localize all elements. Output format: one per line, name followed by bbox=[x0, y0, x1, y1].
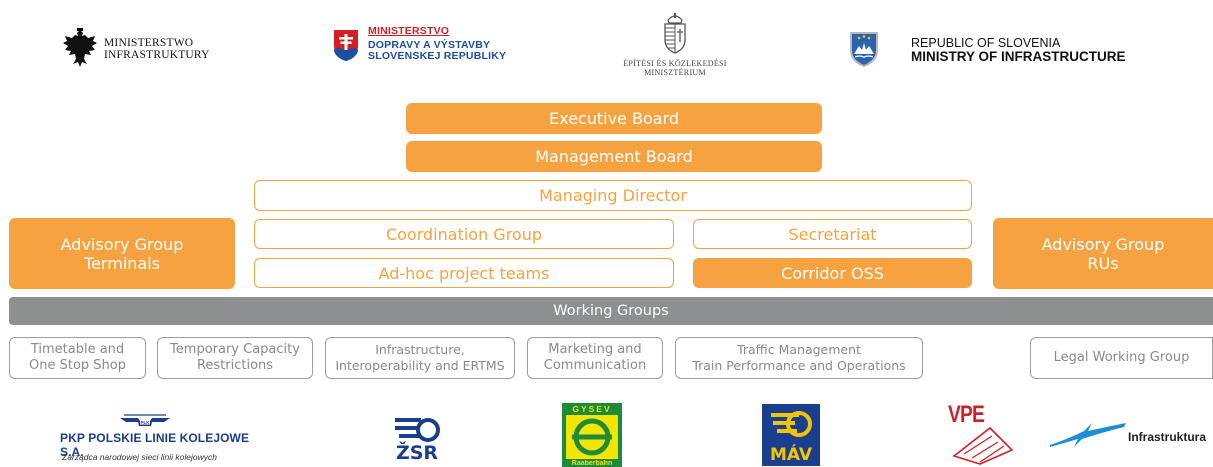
gysev-logo: GYSEV Raaberbahn bbox=[562, 403, 622, 467]
ministry-hungary-line1: ÉPÍTÉSI ÉS KÖZLEKEDÉSI bbox=[623, 59, 727, 68]
ministry-hungary-logo: ÉPÍTÉSI ÉS KÖZLEKEDÉSI MINISZTÉRIUM bbox=[610, 12, 740, 86]
wg-marketing-line2: Communication bbox=[543, 358, 647, 373]
advisory-group-terminals-box: Advisory Group Terminals bbox=[9, 218, 235, 289]
advisory-group-rus-box: Advisory Group RUs bbox=[993, 218, 1213, 289]
gysev-name: GYSEV bbox=[572, 404, 612, 414]
zsr-name: ŽSR bbox=[395, 442, 439, 464]
corridor-oss-box: Corridor OSS bbox=[693, 258, 972, 288]
slovak-coat-of-arms-icon bbox=[334, 30, 358, 61]
mav-wing-icon bbox=[771, 411, 812, 437]
coordination-group-box: Coordination Group bbox=[254, 219, 674, 249]
wg-marketing-line1: Marketing and bbox=[548, 342, 642, 357]
managing-director-box: Managing Director bbox=[254, 180, 972, 211]
wg-traffic-management: Traffic Management Train Performance and… bbox=[675, 337, 923, 379]
secretariat-box: Secretariat bbox=[693, 219, 972, 249]
ministry-slovakia-line1: MINISTERSTVO bbox=[368, 25, 450, 37]
managing-director-label: Managing Director bbox=[539, 186, 687, 205]
pkp-plk-logo: PLK PKP POLSKIE LINIE KOLEJOWE S.A. Zarz… bbox=[60, 412, 270, 464]
mav-name: MÁV bbox=[769, 445, 813, 465]
wg-infra-line2: Interoperability and ERTMS bbox=[335, 358, 505, 373]
ministry-poland-line1: MINISTERSTWO bbox=[104, 37, 194, 49]
vpe-logo: VPE bbox=[946, 402, 1018, 466]
wg-timetable-line1: Timetable and bbox=[30, 342, 125, 357]
ministry-slovenia-logo: REPUBLIC OF SLOVENIA MINISTRY OF INFRAST… bbox=[848, 30, 1168, 74]
wg-traffic-line2: Train Performance and Operations bbox=[692, 358, 906, 373]
adhoc-project-teams-label: Ad-hoc project teams bbox=[378, 263, 550, 283]
coordination-group-label: Coordination Group bbox=[385, 224, 543, 244]
hungarian-coat-of-arms-icon bbox=[664, 13, 686, 54]
infrastruktura-name: Infrastruktura bbox=[1128, 430, 1207, 444]
ministry-slovakia-line3: SLOVENSKEJ REPUBLIKY bbox=[368, 50, 507, 62]
mav-logo: MÁV bbox=[762, 404, 820, 466]
gysev-emblem-icon bbox=[572, 418, 612, 456]
wg-timetable-oss: Timetable and One Stop Shop bbox=[9, 337, 146, 379]
ministry-poland-logo: MINISTERSTWO INFRASTRUKTURY bbox=[62, 27, 242, 71]
ministry-slovenia-line2: MINISTRY OF INFRASTRUCTURE bbox=[911, 49, 1126, 64]
corridor-oss-label: Corridor OSS bbox=[781, 263, 884, 283]
wg-traffic-line1: Traffic Management bbox=[737, 342, 861, 357]
advisory-rus-line2: RUs bbox=[1087, 253, 1119, 273]
zsr-rail-icon bbox=[395, 418, 440, 442]
wg-infra-line1: Infrastructure, bbox=[375, 342, 465, 357]
advisory-terminals-line2: Terminals bbox=[84, 253, 160, 273]
secretariat-label: Secretariat bbox=[788, 224, 877, 244]
ministry-slovenia-line1: REPUBLIC OF SLOVENIA bbox=[911, 36, 1061, 50]
management-board-label: Management Board bbox=[535, 147, 693, 166]
wg-legal-label: Legal Working Group bbox=[1053, 350, 1190, 365]
pkp-badge-text: PLK bbox=[141, 420, 151, 425]
executive-board-label: Executive Board bbox=[548, 109, 679, 128]
working-groups-bar: Working Groups bbox=[9, 297, 1213, 325]
ministry-slovakia-logo: MINISTERSTVO DOPRAVY A VÝSTAVBY SLOVENSK… bbox=[332, 26, 522, 74]
polish-eagle-icon bbox=[63, 28, 97, 67]
infrastruktura-arrow-icon bbox=[1050, 423, 1126, 447]
adhoc-project-teams-box: Ad-hoc project teams bbox=[254, 258, 674, 288]
wg-temporary-capacity: Temporary Capacity Restrictions bbox=[157, 337, 313, 379]
wg-legal: Legal Working Group bbox=[1030, 337, 1213, 379]
vpe-name: VPE bbox=[948, 401, 985, 428]
advisory-rus-line1: Advisory Group bbox=[1041, 234, 1165, 254]
infrastruktura-logo: Infrastruktura bbox=[1048, 417, 1213, 457]
advisory-terminals-line1: Advisory Group bbox=[60, 234, 184, 254]
pkp-subtitle: Zarządca narodowej sieci linii kolejowyc… bbox=[62, 452, 217, 462]
executive-board-box: Executive Board bbox=[406, 103, 822, 134]
wg-timetable-line2: One Stop Shop bbox=[29, 358, 126, 373]
working-groups-label: Working Groups bbox=[553, 302, 669, 319]
ministry-hungary-line2: MINISZTÉRIUM bbox=[644, 68, 706, 77]
ministry-poland-line2: INFRASTRUKTURY bbox=[104, 49, 210, 61]
pkp-winged-wheel-icon: PLK bbox=[120, 414, 170, 426]
gysev-bottom-text: Raaberbahn bbox=[571, 460, 613, 467]
zsr-logo: ŽSR bbox=[393, 416, 441, 466]
management-board-box: Management Board bbox=[406, 141, 822, 172]
slovenian-coat-of-arms-icon bbox=[850, 32, 878, 68]
wg-tcr-line1: Temporary Capacity bbox=[170, 342, 300, 357]
wg-infrastructure-ertms: Infrastructure, Interoperability and ERT… bbox=[325, 337, 515, 379]
wg-tcr-line2: Restrictions bbox=[196, 358, 274, 373]
vpe-rail-track-icon bbox=[952, 426, 1014, 465]
pkp-name: PKP POLSKIE LINIE KOLEJOWE S.A. bbox=[60, 431, 250, 459]
ministry-slovakia-line2: DOPRAVY A VÝSTAVBY bbox=[368, 39, 491, 51]
wg-marketing-communication: Marketing and Communication bbox=[527, 337, 663, 379]
